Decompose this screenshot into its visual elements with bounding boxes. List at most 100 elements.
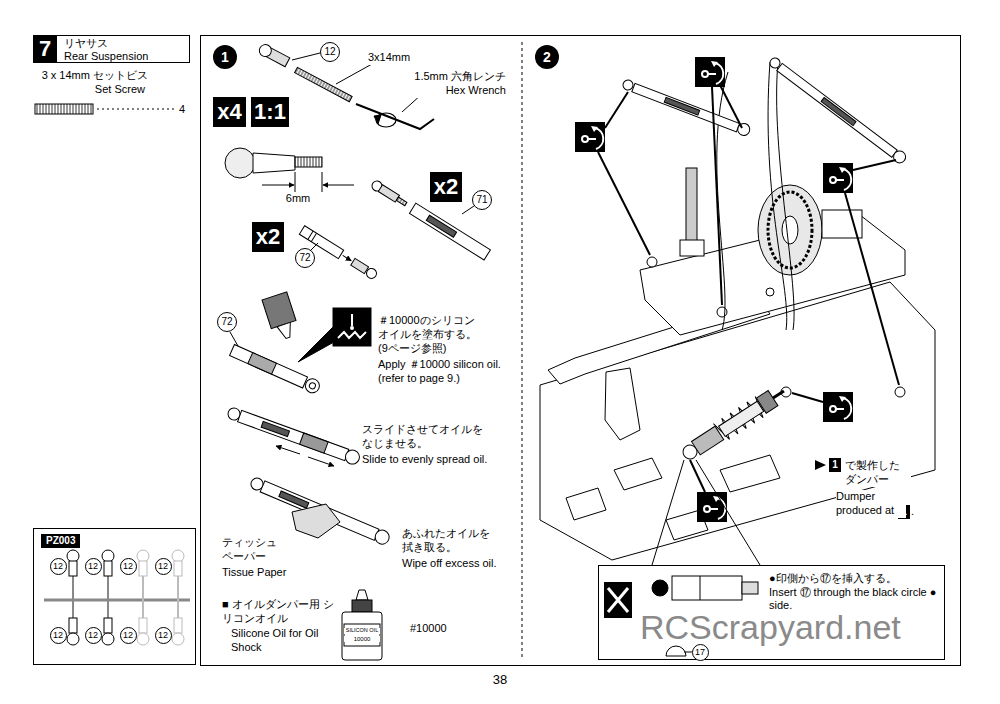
rotation-icon [823, 163, 853, 193]
posts [620, 168, 905, 397]
parts-tree [67, 633, 79, 645]
posts [647, 257, 657, 267]
substep-number-text: 1 [221, 49, 229, 65]
oil-rod [248, 353, 277, 375]
quantity-badge: x2 [252, 222, 284, 252]
parts-tree [172, 633, 184, 645]
instruction-text: ●印側から⑰を挿入する。 [769, 572, 941, 585]
ball-cup-part [700, 576, 701, 600]
quantity: 4 [179, 103, 191, 117]
oil-icon [338, 332, 366, 338]
rod-71 [396, 197, 407, 206]
dimension: 3x14mm [368, 51, 424, 65]
callout-number-text: 12 [53, 630, 63, 640]
prohibited-icon [604, 582, 632, 618]
slide-arrows [276, 446, 334, 466]
shock-tower-bracket [605, 368, 640, 440]
parts-tree [72, 576, 74, 618]
substep-number: 1 [213, 45, 237, 69]
callout-number: 72 [217, 312, 237, 332]
slide-rod [226, 405, 361, 466]
rotation-pointer [598, 152, 650, 255]
silicone-oil-bottle [342, 590, 382, 660]
hex-wrench [356, 104, 434, 129]
panel-frame [201, 36, 961, 666]
leader-line [311, 243, 318, 250]
pointer-triangle [815, 460, 826, 470]
callout-number: 12 [50, 627, 67, 644]
callout-number: 12 [320, 42, 340, 62]
quantity-badge-text: x4 [217, 99, 241, 124]
leader-line [684, 652, 692, 653]
oil-bottle [262, 292, 300, 342]
slide-rod [261, 421, 289, 436]
detail-leader [652, 460, 760, 565]
substep-number-text: 2 [543, 49, 551, 65]
bottle-label: SILICON OIL [344, 628, 380, 634]
quantity-badge: x2 [430, 172, 462, 202]
instruction-text: で製作した ダンパー [845, 459, 911, 487]
callout-number-text: 12 [324, 46, 335, 58]
ball-end-full-scale [295, 157, 322, 167]
ball-end-full-scale [295, 172, 296, 192]
instruction-text: Apply ＃10000 silicon oil. (refer to page… [378, 358, 503, 386]
instruction-text: スライドさせてオイルを なじませる。 [362, 423, 490, 451]
punctuation: . [911, 505, 919, 519]
wipe-rod [260, 481, 379, 540]
slide-rod [238, 410, 349, 460]
posts [895, 387, 905, 397]
oil-bottle [277, 322, 295, 340]
chassis-plate [720, 455, 780, 492]
leader-line [336, 64, 372, 84]
callout-number-text: 17 [695, 647, 705, 657]
rotation-pointer [598, 85, 899, 492]
quantity-badge-text: x2 [434, 174, 458, 199]
oil-icon [298, 326, 334, 362]
rotation-icon [695, 57, 725, 87]
callout-number-text: 12 [88, 630, 98, 640]
callout-number: 71 [472, 190, 492, 210]
callout-number: 12 [155, 627, 172, 644]
callout-number: 12 [120, 627, 137, 644]
silicone-oil-bottle [356, 590, 368, 600]
ball-cup-part [672, 576, 742, 600]
callout-number-text: 72 [221, 316, 232, 328]
hex-wrench [374, 115, 381, 124]
parts-tree [137, 633, 149, 645]
instruction-text: Insert ⑰ through the black circle ● side… [769, 586, 941, 611]
part-name: Set Screw [28, 83, 145, 97]
part-name: 3 x 14mm セットビス [28, 69, 148, 83]
wipe-rod [373, 528, 391, 546]
parts-tree [142, 576, 144, 618]
wipe-rod [279, 491, 309, 508]
set-screw-part [295, 67, 353, 101]
parts-tree-frame: PZ0031212121212121212 [33, 528, 196, 665]
panel-frame [201, 36, 961, 666]
callout-number-text: 12 [88, 561, 98, 571]
rotation-pointer [853, 160, 896, 170]
rotation-pointer [720, 85, 742, 128]
upper-link-left [736, 122, 752, 138]
upper-link-left [621, 78, 751, 138]
parts-tree [174, 618, 182, 633]
rotation-pointer [690, 460, 705, 492]
upper-link-right [891, 148, 908, 165]
ball-end-full-scale [253, 153, 295, 173]
slide-rod [343, 448, 361, 466]
oil-rod [229, 344, 321, 395]
ball-cup-part [652, 580, 668, 596]
parts-tree [102, 633, 114, 645]
callout-number: 12 [85, 627, 102, 644]
shock-absorber [719, 401, 764, 436]
rotation-icon [823, 392, 853, 422]
quantity-badge-text: x2 [256, 224, 280, 249]
set-screw-icon [35, 104, 176, 114]
step-title: Rear Suspension [64, 50, 148, 63]
callout-number: 17 [692, 644, 709, 661]
upper-link-right [767, 55, 908, 165]
prohibited-icon [604, 582, 632, 618]
slide-arrows [276, 446, 300, 454]
leader-line [462, 206, 474, 214]
tool-name: 1.5mm 六角レンチ [398, 70, 506, 84]
posts [686, 168, 697, 252]
